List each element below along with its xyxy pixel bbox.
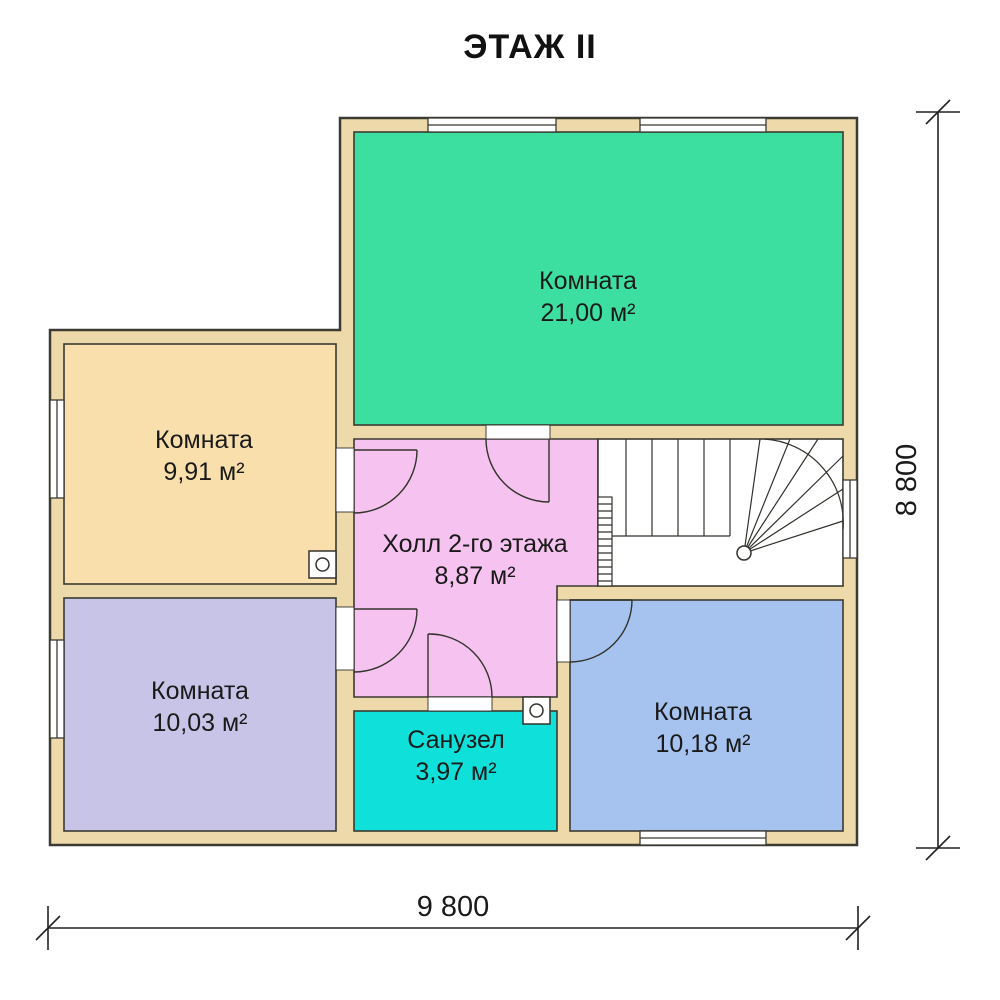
- bathroom-area: [353, 710, 558, 832]
- door-hall-to-right-lower-room: [556, 599, 633, 663]
- room-right-lower-area: [569, 599, 844, 832]
- room-area: 3,97 м²: [415, 758, 497, 786]
- room-left-lower-area: [63, 597, 337, 832]
- page-title: ЭТАЖ II: [463, 28, 597, 66]
- room-name: Комната: [151, 677, 249, 705]
- staircase: [597, 438, 844, 587]
- fixtures-layer: [308, 550, 551, 725]
- room-name: Санузел: [407, 726, 505, 754]
- door-hall-to-left-lower-room: [335, 606, 418, 673]
- window-left-lower: [49, 639, 65, 739]
- room-area: 10,18 м²: [655, 730, 751, 758]
- door-hall-to-top-room: [485, 424, 551, 503]
- room-name: Комната: [539, 267, 637, 295]
- room-area: 9,91 м²: [163, 458, 245, 486]
- door-hall-to-left-upper-room: [335, 447, 418, 514]
- room-label-right-lower: Комната 10,18 м²: [654, 696, 752, 760]
- room-label-bathroom: Санузел 3,97 м²: [407, 724, 504, 788]
- vent-box-upper-icon: [308, 550, 337, 579]
- stair-railing-hatch: [597, 496, 613, 587]
- room-area: 8,87 м²: [434, 562, 516, 590]
- door-hall-to-bathroom: [427, 633, 493, 712]
- doors-layer: [335, 424, 633, 712]
- window-left-upper: [49, 399, 65, 499]
- room-name: Комната: [654, 698, 752, 726]
- room-area: 21,00 м²: [540, 299, 636, 327]
- dimension-width-label: 9 800: [417, 891, 490, 923]
- window-top-left: [427, 117, 557, 133]
- dimension-width: 9 800: [35, 891, 871, 950]
- room-label-left-upper: Комната 9,91 м²: [155, 424, 253, 488]
- vent-box-lower-icon: [522, 696, 551, 725]
- room-top-area: [353, 131, 844, 426]
- window-top-right: [639, 117, 767, 133]
- room-label-left-lower: Комната 10,03 м²: [151, 675, 249, 739]
- window-right: [842, 479, 858, 559]
- windows-layer: [49, 117, 858, 846]
- rooms-layer: [63, 131, 844, 832]
- room-name: Холл 2-го этажа: [382, 530, 568, 558]
- room-name: Комната: [155, 426, 253, 454]
- dimensions-layer: 9 800 8 800: [35, 99, 960, 950]
- room-label-hall: Холл 2-го этажа 8,87 м²: [382, 528, 567, 592]
- stair-newel-post-icon: [736, 545, 752, 561]
- room-label-top: Комната 21,00 м²: [539, 265, 637, 329]
- stair-handrail-curve: [763, 438, 844, 531]
- stair-treads: [612, 439, 731, 537]
- room-area: 10,03 м²: [152, 709, 248, 737]
- window-bottom: [639, 830, 767, 846]
- room-left-upper-area: [63, 343, 337, 585]
- stair-winders: [736, 438, 844, 561]
- dimension-height: 8 800: [891, 99, 960, 861]
- dimension-height-label: 8 800: [891, 444, 923, 517]
